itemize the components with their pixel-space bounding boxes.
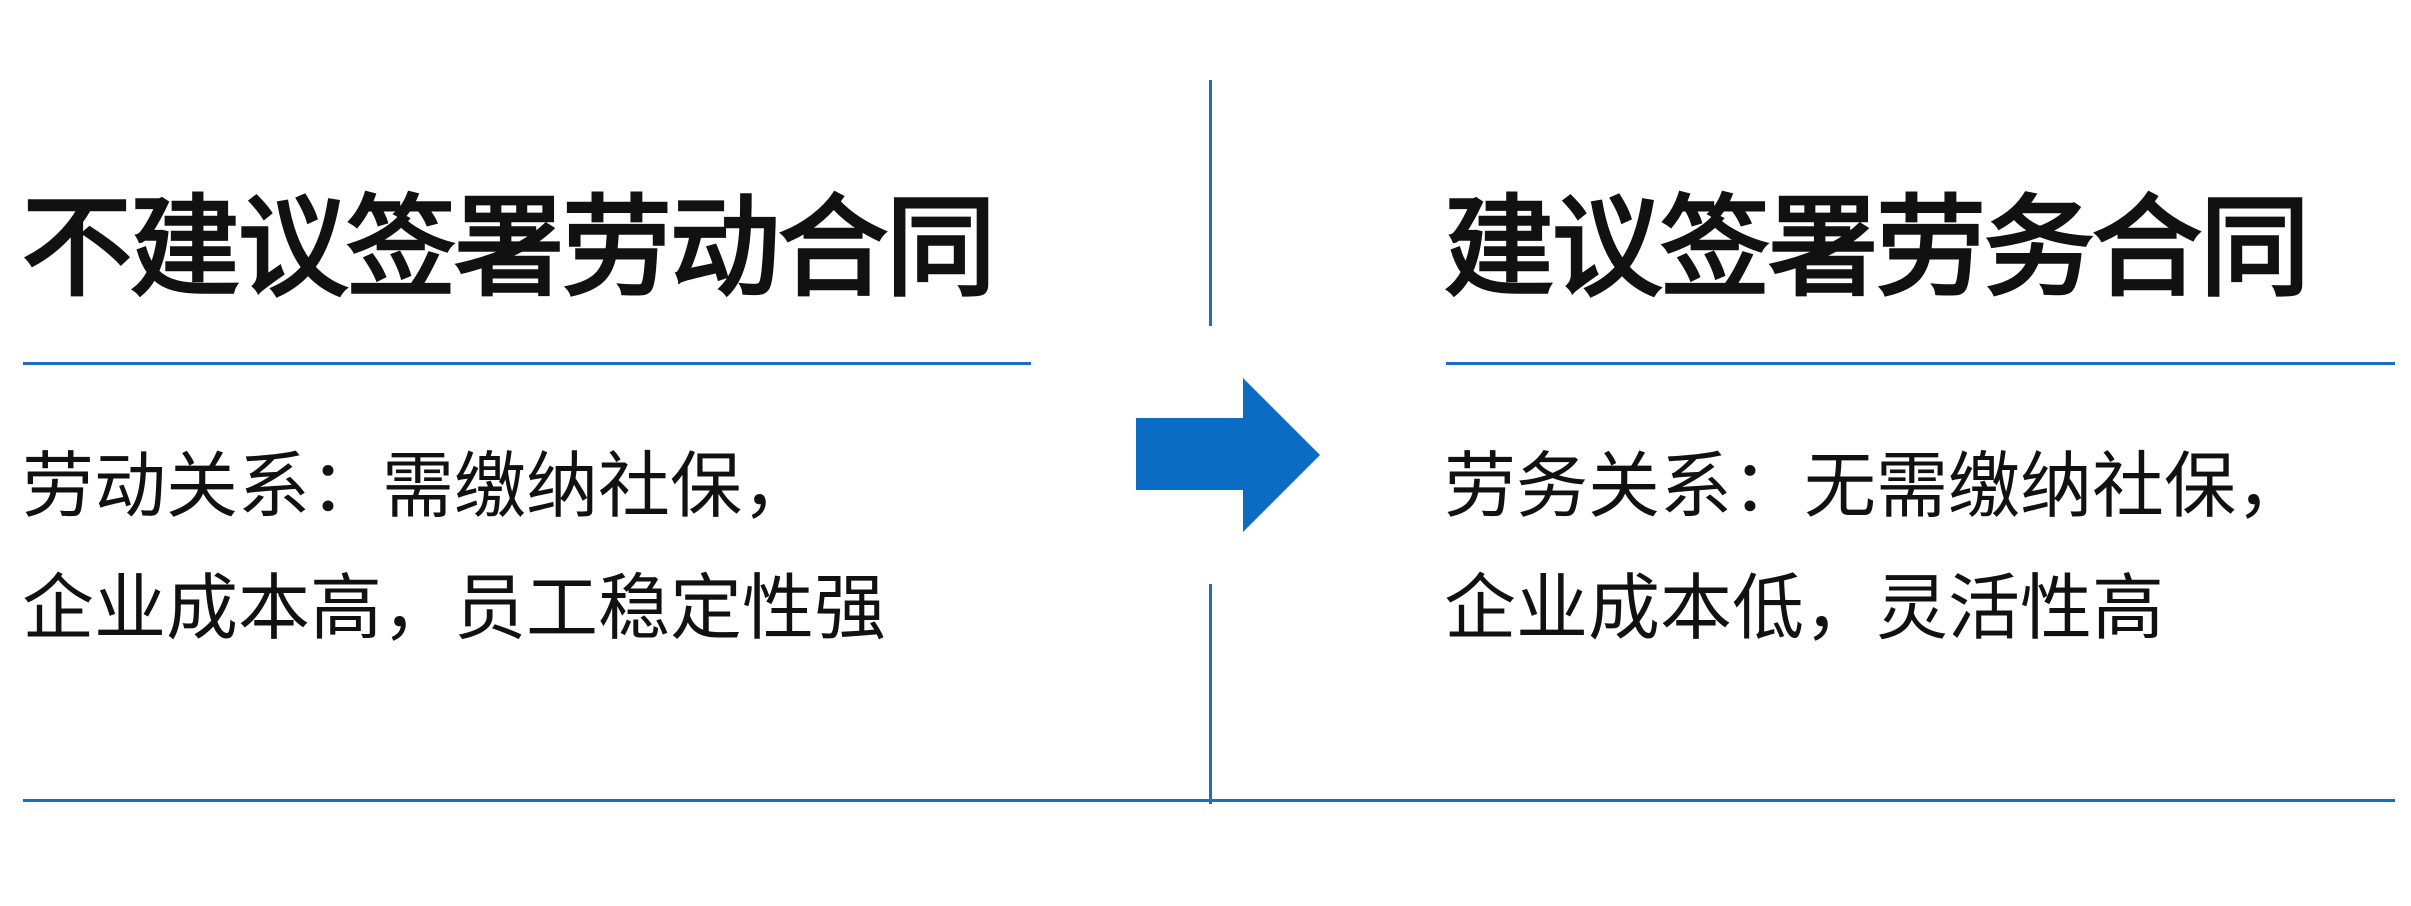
right-title-underline [1446,362,2395,365]
divider-top [1209,80,1212,326]
left-title-underline [23,362,1031,365]
right-title: 建议签署劳务合同 [1444,184,2310,312]
left-description: 劳动关系：需缴纳社保， 企业成本高，员工稳定性强 [22,425,886,669]
left-line-2: 企业成本高，员工稳定性强 [22,566,887,650]
right-line-1: 劳务关系：无需缴纳社保， [1444,444,2309,528]
left-title: 不建议签署劳动合同 [22,184,996,312]
divider-bottom [1209,584,1212,804]
right-description: 劳务关系：无需缴纳社保， 企业成本低，灵活性高 [1444,425,2308,669]
left-line-1: 劳动关系：需缴纳社保， [22,444,815,528]
bottom-rule [23,799,2395,802]
right-arrow-icon [1136,378,1320,532]
right-line-2: 企业成本低，灵活性高 [1444,566,2165,650]
